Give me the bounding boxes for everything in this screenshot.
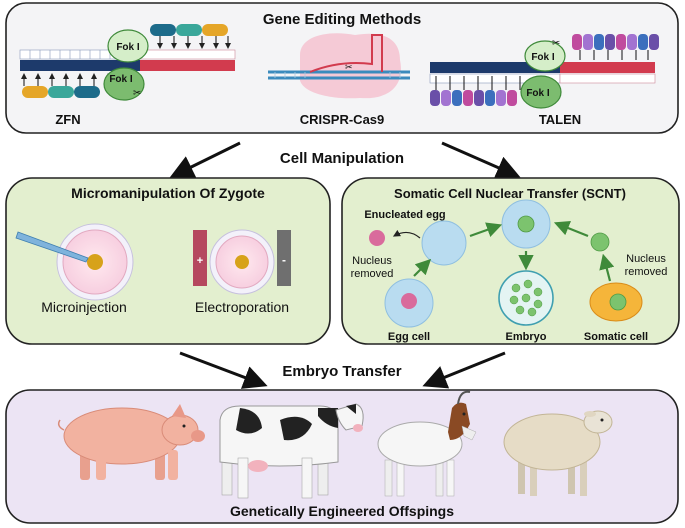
pig-icon xyxy=(57,404,205,480)
talen-label: TALEN xyxy=(539,112,581,127)
nucleus-removed-right-1: Nucleus xyxy=(626,253,666,265)
crispr-label: CRISPR-Cas9 xyxy=(300,112,385,127)
micropipette-icon xyxy=(15,231,89,263)
talen-foki-bottom: Fok I xyxy=(526,88,550,99)
arrow-to-scnt xyxy=(441,141,521,179)
crispr-illustration: ✂ CRISPR-Cas9 xyxy=(268,33,410,127)
electroporation-illustration xyxy=(193,229,291,295)
nucleus-removal-arrow xyxy=(392,229,421,239)
scnt-title: Somatic Cell Nuclear Transfer (SCNT) xyxy=(394,186,626,201)
arrow-nucleus-transfer xyxy=(553,220,589,238)
scissors-icon: ✂ xyxy=(133,88,141,99)
goat-icon xyxy=(377,390,477,497)
talen-illustration: Fok I Fok I ✂ TALEN xyxy=(429,34,659,127)
cow-icon xyxy=(219,403,364,499)
micromanipulation-title: Micromanipulation Of Zygote xyxy=(71,185,265,201)
microinjection-illustration xyxy=(15,223,134,301)
gene-editing-title: Gene Editing Methods xyxy=(263,11,421,28)
zfn-foki-top: Fok I xyxy=(116,42,140,53)
donor-nucleus xyxy=(590,232,610,252)
arrow-somatic-to-nucleus xyxy=(599,253,615,282)
talen-foki-top: Fok I xyxy=(531,52,555,63)
arrow-to-micromanipulation xyxy=(169,141,241,178)
offspring-title: Genetically Engineered Offspings xyxy=(230,503,454,519)
zfn-foki-bottom: Fok I xyxy=(109,74,133,85)
zfn-label: ZFN xyxy=(55,112,80,127)
talen-scissors-icon: ✂ xyxy=(552,38,560,49)
removed-nucleus xyxy=(369,230,385,246)
positive-electrode xyxy=(193,230,207,286)
arrow-enucleated-to-reconstructed xyxy=(469,222,503,238)
nucleus-removed-left-2: removed xyxy=(351,268,394,280)
nucleus-removed-right-2: removed xyxy=(625,266,668,278)
electroporation-label: Electroporation xyxy=(195,299,289,315)
arrow-scnt-to-transfer xyxy=(422,351,506,389)
nucleus-removed-left-1: Nucleus xyxy=(352,255,392,267)
plus-sign: + xyxy=(197,255,203,267)
egg-cell-label: Egg cell xyxy=(388,331,430,343)
arrow-micro-to-transfer xyxy=(179,351,268,389)
negative-electrode xyxy=(277,230,291,286)
somatic-cell-label: Somatic cell xyxy=(584,331,648,343)
sheep-icon xyxy=(503,410,613,496)
cell-manipulation-title: Cell Manipulation xyxy=(280,150,404,167)
embryo-label: Embryo xyxy=(506,331,547,343)
minus-sign: - xyxy=(282,253,286,267)
enucleated-egg xyxy=(421,220,467,266)
microinjection-label: Microinjection xyxy=(41,299,127,315)
arrow-egg-to-enucleated xyxy=(413,258,432,277)
micromanipulation-panel xyxy=(5,177,331,345)
enucleated-egg-label: Enucleated egg xyxy=(364,209,445,221)
embryo-transfer-title: Embryo Transfer xyxy=(282,363,401,380)
zfn-illustration: Fok I Fok I ✂ ZFN xyxy=(19,24,236,127)
crispr-scissors-icon: ✂ xyxy=(345,62,353,72)
